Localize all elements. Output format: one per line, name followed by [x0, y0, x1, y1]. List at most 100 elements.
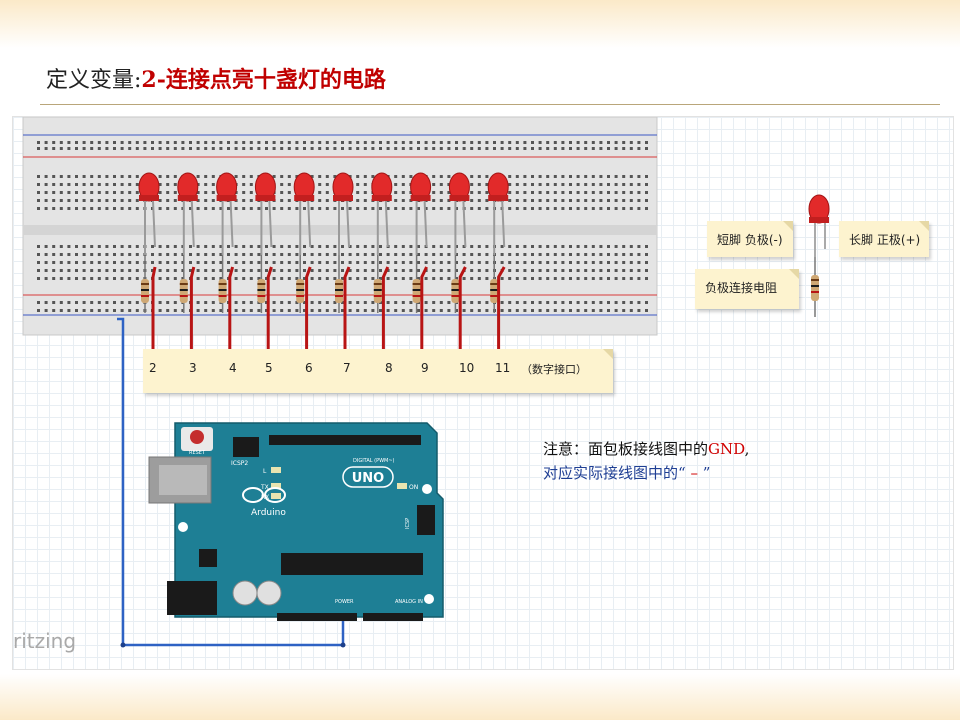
- breadboard-hole: [318, 175, 322, 178]
- breadboard-hole: [477, 301, 481, 304]
- breadboard-hole: [379, 141, 382, 144]
- title-divider: [40, 104, 940, 105]
- breadboard-hole: [645, 261, 648, 264]
- breadboard-hole: [515, 309, 519, 312]
- breadboard-hole: [424, 277, 428, 280]
- breadboard-hole: [432, 301, 436, 304]
- breadboard-hole: [607, 277, 610, 280]
- breadboard-hole: [508, 199, 512, 202]
- breadboard-hole: [166, 253, 170, 256]
- breadboard-hole: [591, 199, 595, 202]
- breadboard-hole: [371, 261, 375, 264]
- breadboard-hole: [120, 245, 124, 248]
- breadboard-hole: [470, 301, 474, 304]
- breadboard-hole: [576, 309, 580, 312]
- breadboard-hole: [196, 199, 200, 202]
- breadboard-hole: [249, 269, 253, 272]
- breadboard-hole: [622, 207, 626, 210]
- breadboard-hole: [401, 277, 405, 280]
- breadboard-hole: [257, 245, 261, 248]
- breadboard-hole: [120, 261, 124, 264]
- breadboard-hole: [204, 269, 208, 272]
- breadboard-hole: [356, 147, 360, 150]
- breadboard-hole: [485, 183, 489, 186]
- breadboard-hole: [135, 191, 139, 194]
- breadboard-hole: [584, 199, 588, 202]
- breadboard-hole: [113, 269, 116, 272]
- breadboard-hole: [59, 277, 63, 280]
- breadboard-hole: [371, 175, 375, 178]
- breadboard-hole: [591, 147, 595, 150]
- breadboard-hole: [287, 191, 291, 194]
- breadboard-hole: [113, 309, 116, 312]
- breadboard-hole: [424, 301, 428, 304]
- breadboard-hole: [173, 207, 177, 210]
- breadboard-hole: [622, 141, 626, 144]
- breadboard-hole: [477, 183, 481, 186]
- breadboard-hole: [508, 147, 512, 150]
- breadboard-hole: [90, 191, 94, 194]
- breadboard-hole: [227, 207, 230, 210]
- digital-wire: [151, 266, 157, 349]
- breadboard-hole: [470, 191, 474, 194]
- breadboard-hole: [546, 301, 550, 304]
- breadboard-hole: [242, 207, 246, 210]
- breadboard-hole: [356, 253, 360, 256]
- breadboard-hole: [272, 277, 276, 280]
- breadboard-hole: [470, 147, 474, 150]
- breadboard-hole: [287, 207, 291, 210]
- breadboard-hole: [219, 309, 223, 312]
- breadboard-hole: [280, 199, 284, 202]
- breadboard-hole: [113, 191, 116, 194]
- gnd-note-line-1: 注意：面包板接线图中的GND,: [543, 437, 749, 461]
- breadboard-hole: [432, 277, 436, 280]
- breadboard-hole: [553, 245, 557, 248]
- breadboard-hole: [508, 269, 512, 272]
- gnd-wire-node: [340, 642, 346, 648]
- breadboard-hole: [447, 301, 451, 304]
- breadboard-hole: [356, 301, 360, 304]
- breadboard-hole: [158, 141, 162, 144]
- breadboard-hole: [607, 141, 610, 144]
- breadboard-hole: [629, 301, 633, 304]
- led-leg: [152, 200, 156, 248]
- breadboard-hole: [196, 147, 200, 150]
- breadboard-hole: [629, 191, 633, 194]
- resistor-band: [451, 283, 460, 285]
- breadboard-hole: [553, 141, 557, 144]
- breadboard-hole: [607, 253, 610, 256]
- breadboard-hole: [318, 141, 322, 144]
- breadboard-hole: [614, 191, 618, 194]
- digital-wire: [381, 266, 390, 349]
- breadboard-hole: [637, 207, 641, 210]
- gnd-note-line-2: 对应实际接线图中的“ – ”: [543, 461, 749, 485]
- breadboard-hole: [113, 253, 116, 256]
- breadboard-hole: [158, 183, 162, 186]
- breadboard-hole: [310, 301, 314, 304]
- breadboard-hole: [629, 245, 633, 248]
- breadboard-hole: [257, 147, 261, 150]
- breadboard-hole: [135, 245, 139, 248]
- breadboard-hole: [508, 253, 512, 256]
- long-leg-text: 长脚 正极(+): [849, 233, 921, 247]
- breadboard-hole: [485, 147, 489, 150]
- breadboard-hole: [599, 207, 603, 210]
- breadboard-hole: [546, 245, 550, 248]
- breadboard-hole: [90, 277, 94, 280]
- breadboard-hole: [234, 309, 238, 312]
- breadboard-hole: [546, 191, 550, 194]
- breadboard-hole: [75, 183, 78, 186]
- breadboard-hole: [607, 183, 610, 186]
- breadboard-hole: [257, 253, 261, 256]
- breadboard-hole: [523, 277, 527, 280]
- breadboard-hole: [515, 245, 519, 248]
- breadboard-hole: [166, 199, 170, 202]
- breadboard-hole: [629, 141, 633, 144]
- breadboard-hole: [607, 269, 610, 272]
- breadboard-hole: [59, 261, 63, 264]
- breadboard-hole: [196, 261, 200, 264]
- onboard-led-tx: [271, 483, 281, 489]
- breadboard-hole: [523, 309, 527, 312]
- analog-label: ANALOG IN: [395, 599, 423, 605]
- tx-label: TX: [260, 484, 269, 491]
